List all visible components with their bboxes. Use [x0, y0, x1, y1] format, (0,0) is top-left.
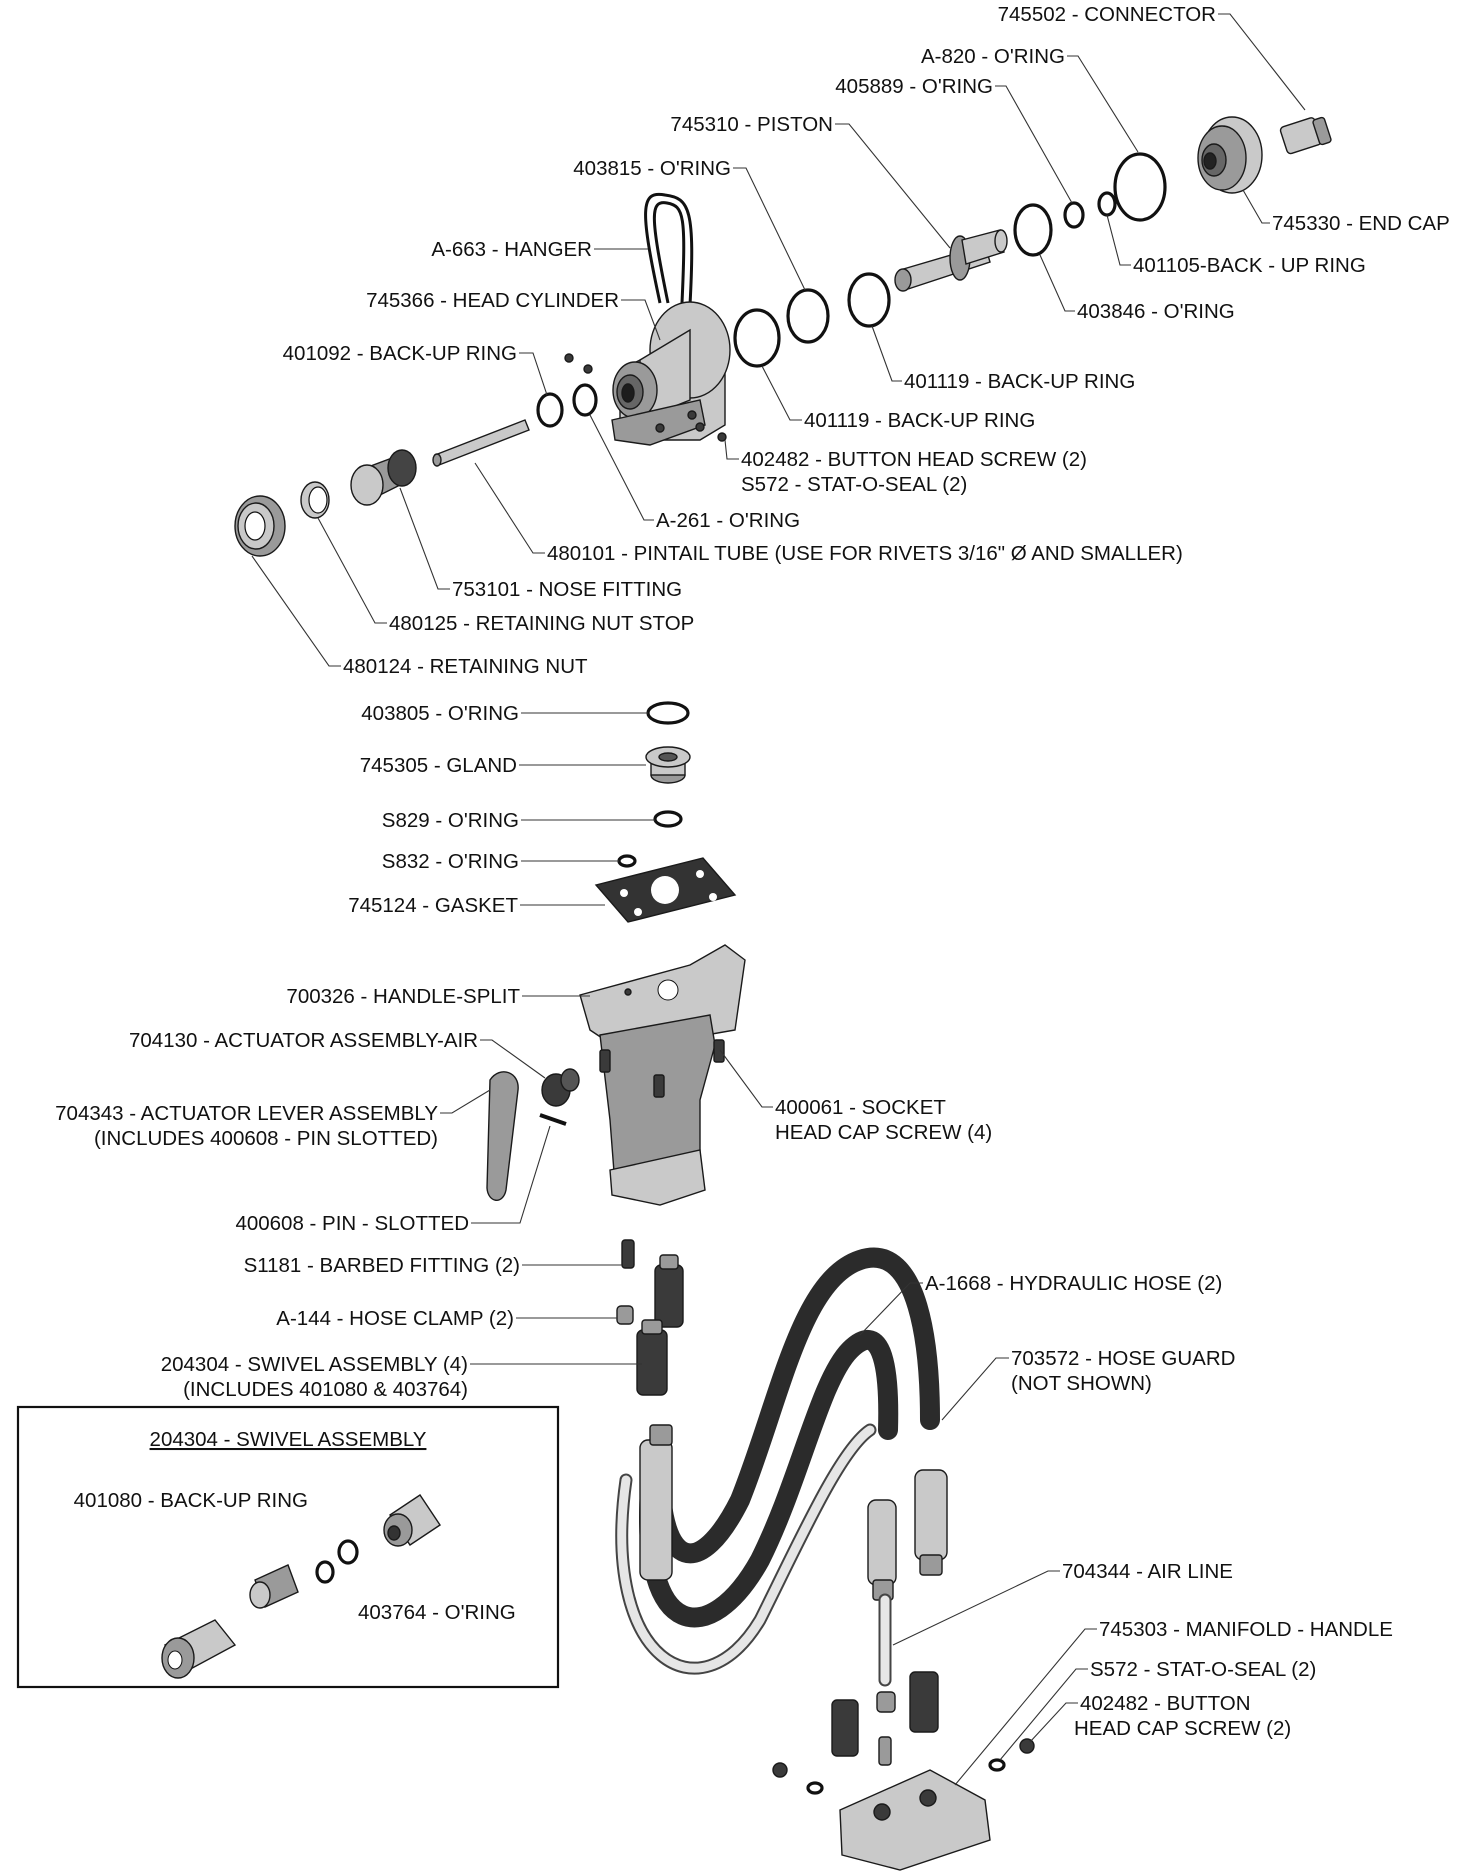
label-socket-line1: 400061 - SOCKET	[775, 1096, 946, 1119]
label-air-line: 704344 - AIR LINE	[1062, 1560, 1233, 1583]
actuator-assembly-air-part	[541, 1068, 580, 1107]
label-back-up-ring-401080: 401080 - BACK-UP RING	[74, 1489, 308, 1512]
back-up-ring-401119-b	[733, 308, 781, 368]
label-o-ring-405889: 405889 - O'RING	[835, 75, 993, 98]
label-connector: 745502 - CONNECTOR	[998, 3, 1216, 26]
label-actuator-lever-line2: (INCLUDES 400608 - PIN SLOTTED)	[94, 1127, 438, 1150]
label-o-ring-403764: 403764 - O'RING	[358, 1601, 516, 1624]
back-up-ring-401092	[536, 392, 564, 428]
label-actuator-assembly-air: 704130 - ACTUATOR ASSEMBLY-AIR	[129, 1029, 478, 1052]
leader-lines	[251, 13, 1306, 1786]
back-up-ring-401119-a	[847, 272, 891, 328]
o-ring-403815	[786, 288, 830, 344]
o-ring-a261	[572, 383, 598, 417]
label-swivel-line1: 204304 - SWIVEL ASSEMBLY (4)	[161, 1353, 468, 1376]
piston-part	[894, 229, 1008, 292]
button-head-cap-screw-lower	[772, 1738, 1035, 1778]
label-o-ring-a820: A-820 - O'RING	[921, 45, 1065, 68]
o-ring-405889	[1063, 201, 1085, 229]
label-o-ring-s832: S832 - O'RING	[382, 850, 519, 873]
inset-swivel-nut	[161, 1619, 237, 1679]
stat-o-seal-lower	[806, 1758, 1006, 1795]
o-ring-s832	[617, 854, 637, 868]
label-o-ring-403846: 403846 - O'RING	[1077, 300, 1235, 323]
label-socket-line2: HEAD CAP SCREW (4)	[775, 1121, 992, 1144]
label-retaining-nut: 480124 - RETAINING NUT	[343, 655, 588, 678]
label-manifold: 745303 - MANIFOLD - HANDLE	[1099, 1618, 1393, 1641]
nose-fitting-part	[350, 449, 417, 506]
swivel-assembly-part	[636, 1254, 684, 1396]
connector-part	[1279, 116, 1332, 155]
label-handle-split: 700326 - HANDLE-SPLIT	[286, 985, 520, 1008]
label-stat-o-seal: S572 - STAT-O-SEAL (2)	[741, 473, 967, 496]
part-labels: 745502 - CONNECTOR A-820 - O'RING 405889…	[55, 3, 1450, 1740]
gasket-part	[594, 857, 737, 923]
label-pintail-tube: 480101 - PINTAIL TUBE (USE FOR RIVETS 3/…	[547, 542, 1183, 565]
handle-split-part	[579, 944, 746, 1206]
label-gland: 745305 - GLAND	[360, 754, 517, 777]
label-hanger: A-663 - HANGER	[431, 238, 592, 261]
o-ring-403805	[646, 701, 690, 725]
label-barbed-fitting: S1181 - BARBED FITTING (2)	[244, 1254, 520, 1277]
inset-back-up-ring	[337, 1539, 359, 1565]
label-hose-guard-line2: (NOT SHOWN)	[1011, 1372, 1152, 1395]
label-button-cap-line1: 402482 - BUTTON	[1080, 1692, 1251, 1715]
o-ring-a820	[1113, 152, 1167, 222]
label-swivel-line2: (INCLUDES 401080 & 403764)	[183, 1378, 468, 1401]
head-cylinder-part	[611, 301, 731, 446]
retaining-nut-stop-part	[300, 481, 330, 519]
label-hose-guard-line1: 703572 - HOSE GUARD	[1011, 1347, 1235, 1370]
label-gasket: 745124 - GASKET	[348, 894, 518, 917]
o-ring-403846	[1013, 203, 1053, 257]
label-o-ring-a261: A-261 - O'RING	[656, 509, 800, 532]
inset-swivel-stem	[249, 1564, 299, 1609]
socket-head-cap-screw-400061	[599, 1039, 725, 1098]
manifold-handle-part	[839, 1769, 991, 1871]
label-pin-slotted: 400608 - PIN - SLOTTED	[235, 1212, 469, 1235]
inset-swivel-body	[383, 1494, 441, 1547]
manifold-fittings-part	[831, 1671, 939, 1766]
label-actuator-lever-line1: 704343 - ACTUATOR LEVER ASSEMBLY	[55, 1102, 438, 1125]
label-head-cylinder: 745366 - HEAD CYLINDER	[366, 289, 619, 312]
actuator-lever-part	[486, 1071, 519, 1201]
barbed-fitting-part	[621, 1239, 635, 1269]
hanger-part	[644, 192, 694, 306]
label-hose-clamp: A-144 - HOSE CLAMP (2)	[276, 1307, 514, 1330]
label-button-head-screw: 402482 - BUTTON HEAD SCREW (2)	[741, 448, 1087, 471]
label-button-cap-line2: HEAD CAP SCREW (2)	[1074, 1717, 1291, 1740]
button-head-screw-402482	[564, 353, 727, 442]
label-back-up-ring-401119-a: 401119 - BACK-UP RING	[904, 370, 1135, 393]
label-piston: 745310 - PISTON	[670, 113, 833, 136]
gland-part	[645, 746, 691, 784]
label-o-ring-403815: 403815 - O'RING	[573, 157, 731, 180]
retaining-nut-part	[234, 495, 286, 557]
swivel-assembly-inset: 204304 - SWIVEL ASSEMBLY 401080 - BACK-U…	[16, 1405, 560, 1689]
inset-o-ring	[315, 1560, 335, 1584]
pintail-tube-part	[432, 419, 530, 467]
label-back-up-ring-401119-b: 401119 - BACK-UP RING	[804, 409, 1035, 432]
label-retaining-nut-stop: 480125 - RETAINING NUT STOP	[389, 612, 694, 635]
end-cap-part	[1197, 116, 1263, 194]
label-back-up-ring-401105: 401105-BACK - UP RING	[1133, 254, 1366, 277]
pin-slotted-part	[539, 1113, 567, 1126]
o-ring-s829	[653, 810, 683, 828]
hydraulic-hose-part	[615, 1247, 948, 1675]
label-o-ring-s829: S829 - O'RING	[382, 809, 519, 832]
label-hydraulic-hose: A-1668 - HYDRAULIC HOSE (2)	[925, 1272, 1222, 1295]
label-stat-o-seal-lower: S572 - STAT-O-SEAL (2)	[1090, 1658, 1316, 1681]
label-nose-fitting: 753101 - NOSE FITTING	[452, 578, 682, 601]
label-o-ring-403805: 403805 - O'RING	[361, 702, 519, 725]
back-up-ring-401105	[1097, 191, 1117, 217]
inset-title: 204304 - SWIVEL ASSEMBLY	[150, 1428, 427, 1451]
label-end-cap: 745330 - END CAP	[1272, 212, 1450, 235]
hose-clamp-part	[616, 1305, 634, 1325]
label-back-up-ring-401092: 401092 - BACK-UP RING	[283, 342, 517, 365]
